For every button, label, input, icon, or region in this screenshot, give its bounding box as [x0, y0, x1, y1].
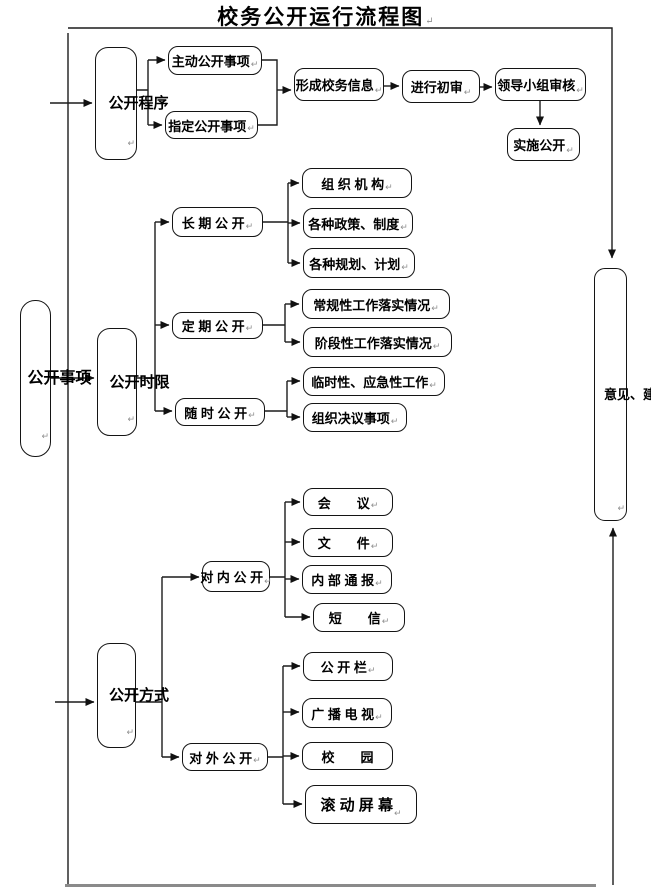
node-disclosure-method: 公开方式↵	[97, 643, 169, 748]
node-temporary-emergency-work: 临时性、应急性工作↵	[303, 367, 445, 396]
node-form-school-info: 形成校务信息↵	[294, 68, 384, 101]
node-sms: 短 信↵	[313, 603, 405, 632]
node-bulletin-board: 公 开 栏↵	[303, 652, 393, 681]
paragraph-mark: ↵	[126, 727, 134, 737]
node-preliminary-review: 进行初审↵	[402, 70, 480, 103]
paragraph-mark: ↵	[400, 222, 408, 232]
paragraph-mark: ↵	[374, 85, 383, 95]
paragraph-mark: ↵	[41, 431, 49, 441]
paragraph-mark: ↵	[576, 85, 584, 95]
node-open-procedure: 公开程序↵	[95, 47, 169, 160]
paragraph-mark: ↵	[390, 416, 399, 426]
node-designated-disclosure-items: 指定公开事项↵	[165, 111, 258, 139]
paragraph-mark: ↵	[385, 182, 393, 192]
paragraph-mark: ↵	[375, 712, 383, 722]
paragraph-mark: ↵	[264, 576, 272, 586]
node-implement-disclosure: 实施公开↵	[507, 128, 580, 161]
node-phase-work-status: 阶段性工作落实情况↵	[303, 327, 452, 357]
node-periodic-disclosure: 定 期 公 开↵	[172, 312, 263, 339]
node-long-term-disclosure: 长 期 公 开↵	[172, 207, 263, 237]
node-meeting: 会 议↵	[303, 488, 393, 516]
node-document: 文 件↵	[303, 528, 393, 557]
node-org-resolution-items: 组织决议事项↵	[303, 403, 407, 432]
paragraph-mark: ↵	[401, 262, 409, 272]
paragraph-mark: ↵	[429, 380, 437, 390]
paragraph-mark: ↵	[425, 16, 434, 27]
node-disclosure-items: 公开事项↵	[20, 300, 92, 457]
page-title: 校务公开运行流程图↵	[217, 5, 434, 29]
node-policies-systems: 各种政策、制度↵	[303, 208, 413, 238]
paragraph-mark: ↵	[370, 500, 379, 510]
node-anytime-disclosure: 随 时 公 开↵	[175, 398, 265, 426]
node-feedback-archive: 意见、建议、收集、反馈、整理归档↵	[594, 268, 651, 521]
node-internal-bulletin: 内 部 通 报↵	[302, 565, 392, 594]
node-external-disclosure: 对 外 公 开↵	[182, 743, 268, 771]
paragraph-mark: ↵	[375, 578, 383, 588]
paragraph-mark: ↵	[463, 87, 472, 97]
node-leading-group-review: 领导小组审核↵	[495, 68, 586, 101]
paragraph-mark: ↵	[367, 665, 376, 675]
node-disclosure-timeframe: 公开时限↵	[97, 328, 170, 436]
node-scrolling-screen: 滚 动 屏 幕↵	[305, 785, 417, 824]
node-active-disclosure-items: 主动公开事项↵	[168, 46, 262, 75]
paragraph-mark: ↵	[245, 323, 254, 333]
paragraph-mark: ↵	[250, 59, 259, 69]
paragraph-mark: ↵	[566, 145, 574, 155]
paragraph-mark: ↵	[127, 414, 135, 424]
node-plans-programs: 各种规划、计划↵	[303, 248, 415, 278]
paragraph-mark: ↵	[431, 303, 439, 313]
paragraph-mark: ↵	[370, 541, 379, 551]
node-campus: 校 园	[302, 742, 393, 770]
paragraph-mark: ↵	[381, 616, 390, 626]
paragraph-mark: ↵	[253, 755, 261, 765]
paragraph-mark: ↵	[617, 503, 625, 514]
paragraph-mark: ↵	[245, 221, 254, 231]
paragraph-mark: ↵	[432, 341, 441, 351]
paragraph-mark: ↵	[247, 123, 255, 133]
node-organization: 组 织 机 构↵	[302, 168, 412, 198]
paragraph-mark: ↵	[393, 808, 402, 818]
node-broadcast-tv: 广 播 电 视↵	[302, 698, 392, 728]
node-routine-work-status: 常规性工作落实情况↵	[302, 289, 450, 319]
paragraph-mark: ↵	[248, 410, 256, 420]
node-internal-disclosure: 对 内 公 开↵	[200, 561, 272, 592]
paragraph-mark: ↵	[127, 138, 135, 148]
